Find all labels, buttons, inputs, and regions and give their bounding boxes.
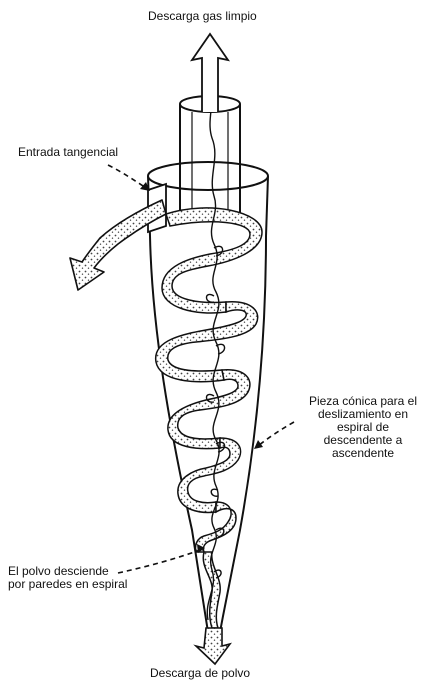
label-tangential-inlet: Entrada tangencial — [18, 146, 118, 159]
label-clean-gas-outlet: Descarga gas limpio — [148, 10, 257, 23]
label-dust-outlet: Descarga de polvo — [150, 667, 250, 680]
label-cone-piece-line-5: ascendente — [290, 447, 436, 460]
leader-pieza — [258, 422, 294, 446]
cylinder-right-wall — [266, 176, 268, 236]
leader-entrada — [108, 165, 146, 188]
descending-spiral — [156, 208, 262, 628]
label-cone-piece: Pieza cónica para el deslizamiento en es… — [290, 395, 436, 460]
cone-right-wall — [220, 236, 266, 632]
label-dust-descends: El polvo desciende por paredes en espira… — [8, 565, 127, 591]
leader-polvo — [118, 550, 200, 573]
label-dust-descends-line-2: por paredes en espiral — [8, 578, 127, 591]
arrowhead-pieza — [254, 440, 263, 449]
dust-discharge-arrow — [196, 628, 230, 664]
clean-gas-arrow — [192, 34, 228, 112]
